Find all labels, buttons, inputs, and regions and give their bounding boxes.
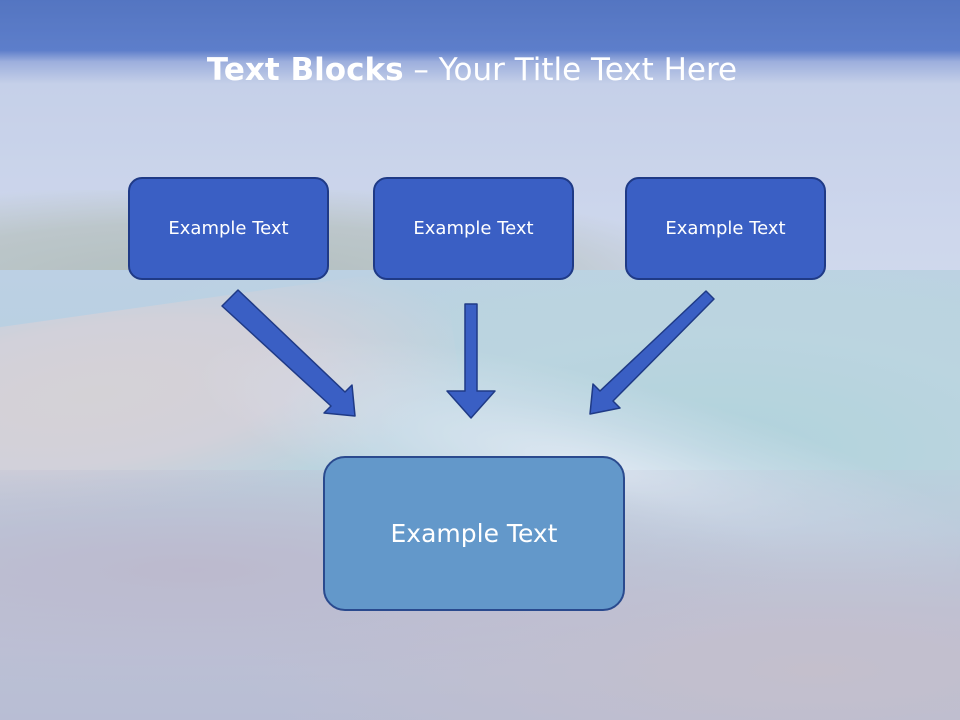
- text-block-main[interactable]: Example Text: [323, 456, 625, 611]
- text-block-label: Example Text: [665, 218, 786, 239]
- text-block-top-left[interactable]: Example Text: [128, 177, 329, 280]
- text-block-label: Example Text: [413, 218, 534, 239]
- text-block-main-label: Example Text: [390, 519, 558, 548]
- text-block-top-right[interactable]: Example Text: [625, 177, 826, 280]
- title-dash: –: [413, 52, 429, 88]
- text-block-top-center[interactable]: Example Text: [373, 177, 574, 280]
- slide-title: Text Blocks – Your Title Text Here: [0, 52, 944, 88]
- title-bold-part: Text Blocks: [206, 52, 404, 88]
- text-block-label: Example Text: [168, 218, 289, 239]
- title-rest: Your Title Text Here: [438, 52, 738, 88]
